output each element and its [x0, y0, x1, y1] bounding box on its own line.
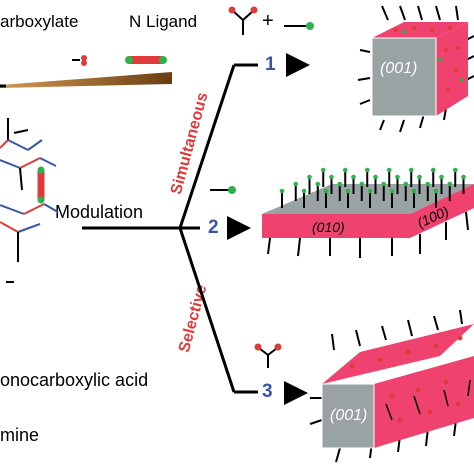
plate-crystal: (010) (100): [262, 167, 474, 258]
surface-ligand-tip: [417, 174, 422, 180]
monodentate-linker-icon-top: [284, 22, 314, 30]
surface-ligand-tip: [389, 188, 395, 194]
framework-fragment: [0, 118, 59, 283]
surface-ligand-tip: [408, 167, 414, 173]
rod-end-face-label: (001): [330, 407, 367, 424]
surface-ligand-tip: [430, 167, 436, 173]
n-ligand-legend-label: N Ligand: [129, 12, 198, 31]
monodentate-linker-icon-path2: [210, 186, 236, 194]
path-number-3: 3: [262, 381, 273, 402]
surface-ligand-tip: [301, 188, 307, 194]
surface-ligand-tip: [395, 174, 400, 180]
surface-ligand-tip: [433, 188, 439, 194]
surface-ligand-tip: [293, 181, 299, 187]
surface-ligand-tip: [307, 174, 312, 180]
surface-ligand-tip: [315, 181, 321, 187]
surface-ligand-tip: [411, 188, 417, 194]
tripodal-linker-icon-top: [228, 6, 258, 35]
surface-ligand-tip: [345, 188, 351, 194]
surface-ligand-tip: [364, 167, 370, 173]
surface-ligand-tip: [439, 174, 444, 180]
surface-ligand-tip: [403, 181, 409, 187]
n-ligand-legend-icon: [125, 56, 167, 64]
tripodal-linker-icon-path3: [254, 343, 282, 368]
surface-ligand-tip: [452, 167, 458, 173]
rod-crystal: (001): [309, 309, 474, 463]
surface-ligand-tip: [381, 181, 387, 187]
concentration-wedge: [0, 72, 172, 88]
surface-ligand-tip: [329, 174, 334, 180]
surface-ligand-tip: [359, 181, 365, 187]
pathway-lines: [82, 63, 258, 394]
carboxylate-legend-label: arboxylate: [0, 12, 79, 31]
surface-ligand-tip: [337, 181, 343, 187]
surface-ligand-tip: [461, 174, 466, 180]
surface-ligand-tip: [386, 167, 392, 173]
surface-ligand-tip: [373, 174, 378, 180]
amine-label: mine: [0, 425, 40, 445]
path-number-1: 1: [265, 54, 276, 75]
surface-ligand-tip: [323, 188, 329, 194]
carboxylate-legend-icon: [55, 55, 87, 66]
cube-crystal: (001): [357, 5, 474, 133]
surface-ligand-tip: [320, 167, 326, 173]
path-number-2: 2: [208, 217, 219, 238]
surface-ligand-tip: [367, 188, 373, 194]
monocarboxylic-acid-label: onocarboxylic acid: [0, 370, 149, 390]
surface-ligand-tip: [279, 188, 285, 194]
surface-ligand-tip: [425, 181, 431, 187]
surface-ligand-tip: [351, 174, 356, 180]
surface-ligand-tip: [447, 181, 453, 187]
cube-face-label: (001): [380, 60, 417, 77]
modulation-label: Modulation: [55, 202, 144, 222]
plate-front-face-label: (010): [312, 219, 345, 235]
plus-sign: +: [262, 10, 274, 32]
surface-ligand-tip: [342, 167, 348, 173]
